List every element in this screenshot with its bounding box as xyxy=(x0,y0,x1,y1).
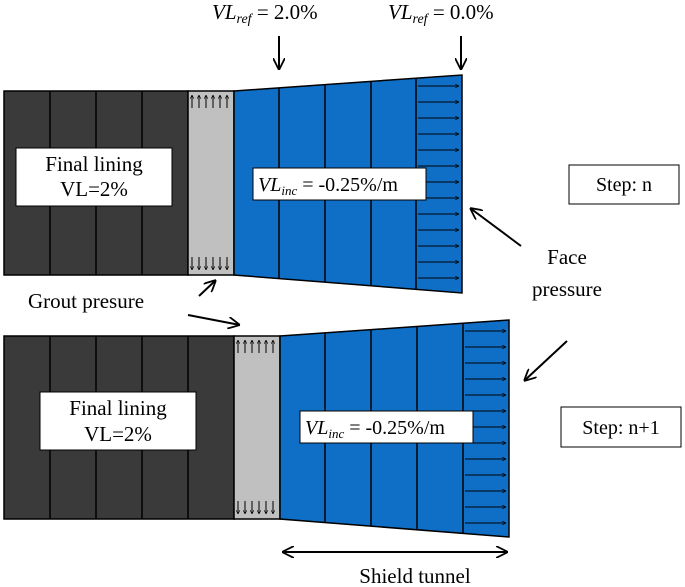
step-n1-label: Step: n+1 xyxy=(582,417,659,439)
final-lining-label-box xyxy=(15,147,173,207)
vl-inc-label: VLinc = -0.25%/m xyxy=(258,174,398,198)
final-lining-label-line1: Final lining xyxy=(45,152,143,176)
face-pressure-arrow-top xyxy=(470,208,522,247)
grout-pressure-arrows-bottom xyxy=(238,501,273,514)
step-n1-box xyxy=(560,406,682,448)
face-pressure-arrows xyxy=(418,86,459,278)
grout-pressure-arrow-top xyxy=(198,280,216,297)
face-pressure-arrow-bottom xyxy=(524,340,568,381)
vl-ref-label-left: VLref = 2.0% xyxy=(212,0,318,27)
grout-pressure-arrow-bottom xyxy=(187,314,240,325)
face-pressure-label-line1: Face xyxy=(547,245,587,269)
final-lining-label-line2: VL=2% xyxy=(84,422,152,446)
grout-zone xyxy=(233,335,281,520)
vl-inc-label-box xyxy=(299,410,474,444)
grout-pressure-arrows-top xyxy=(192,95,227,108)
vl-inc-label: VLinc = -0.25%/m xyxy=(305,417,445,441)
face-pressure-label-line2: pressure xyxy=(532,277,602,301)
vl-ref-label-right: VLref = 0.0% xyxy=(388,0,494,27)
final-lining-label-line1: Final lining xyxy=(69,396,167,420)
step-n-box xyxy=(568,164,680,205)
step-n-label: Step: n xyxy=(596,174,652,196)
final-lining-label-box xyxy=(39,391,197,451)
grout-pressure-arrows-top xyxy=(238,340,273,353)
grout-pressure-label: Grout presure xyxy=(28,289,144,313)
tunnel-step-n1: Final lining VL=2% VLinc = -0.25%/m xyxy=(3,319,510,538)
grout-zone xyxy=(187,90,235,276)
shield-tunnel-label: Shield tunnel xyxy=(359,564,471,587)
vl-inc-label-box xyxy=(252,167,427,201)
final-lining-label-line2: VL=2% xyxy=(60,177,128,201)
grout-pressure-arrows-bottom xyxy=(192,257,227,270)
tunnel-step-n: Final lining VL=2% VLinc = -0.25%/m xyxy=(3,74,463,294)
